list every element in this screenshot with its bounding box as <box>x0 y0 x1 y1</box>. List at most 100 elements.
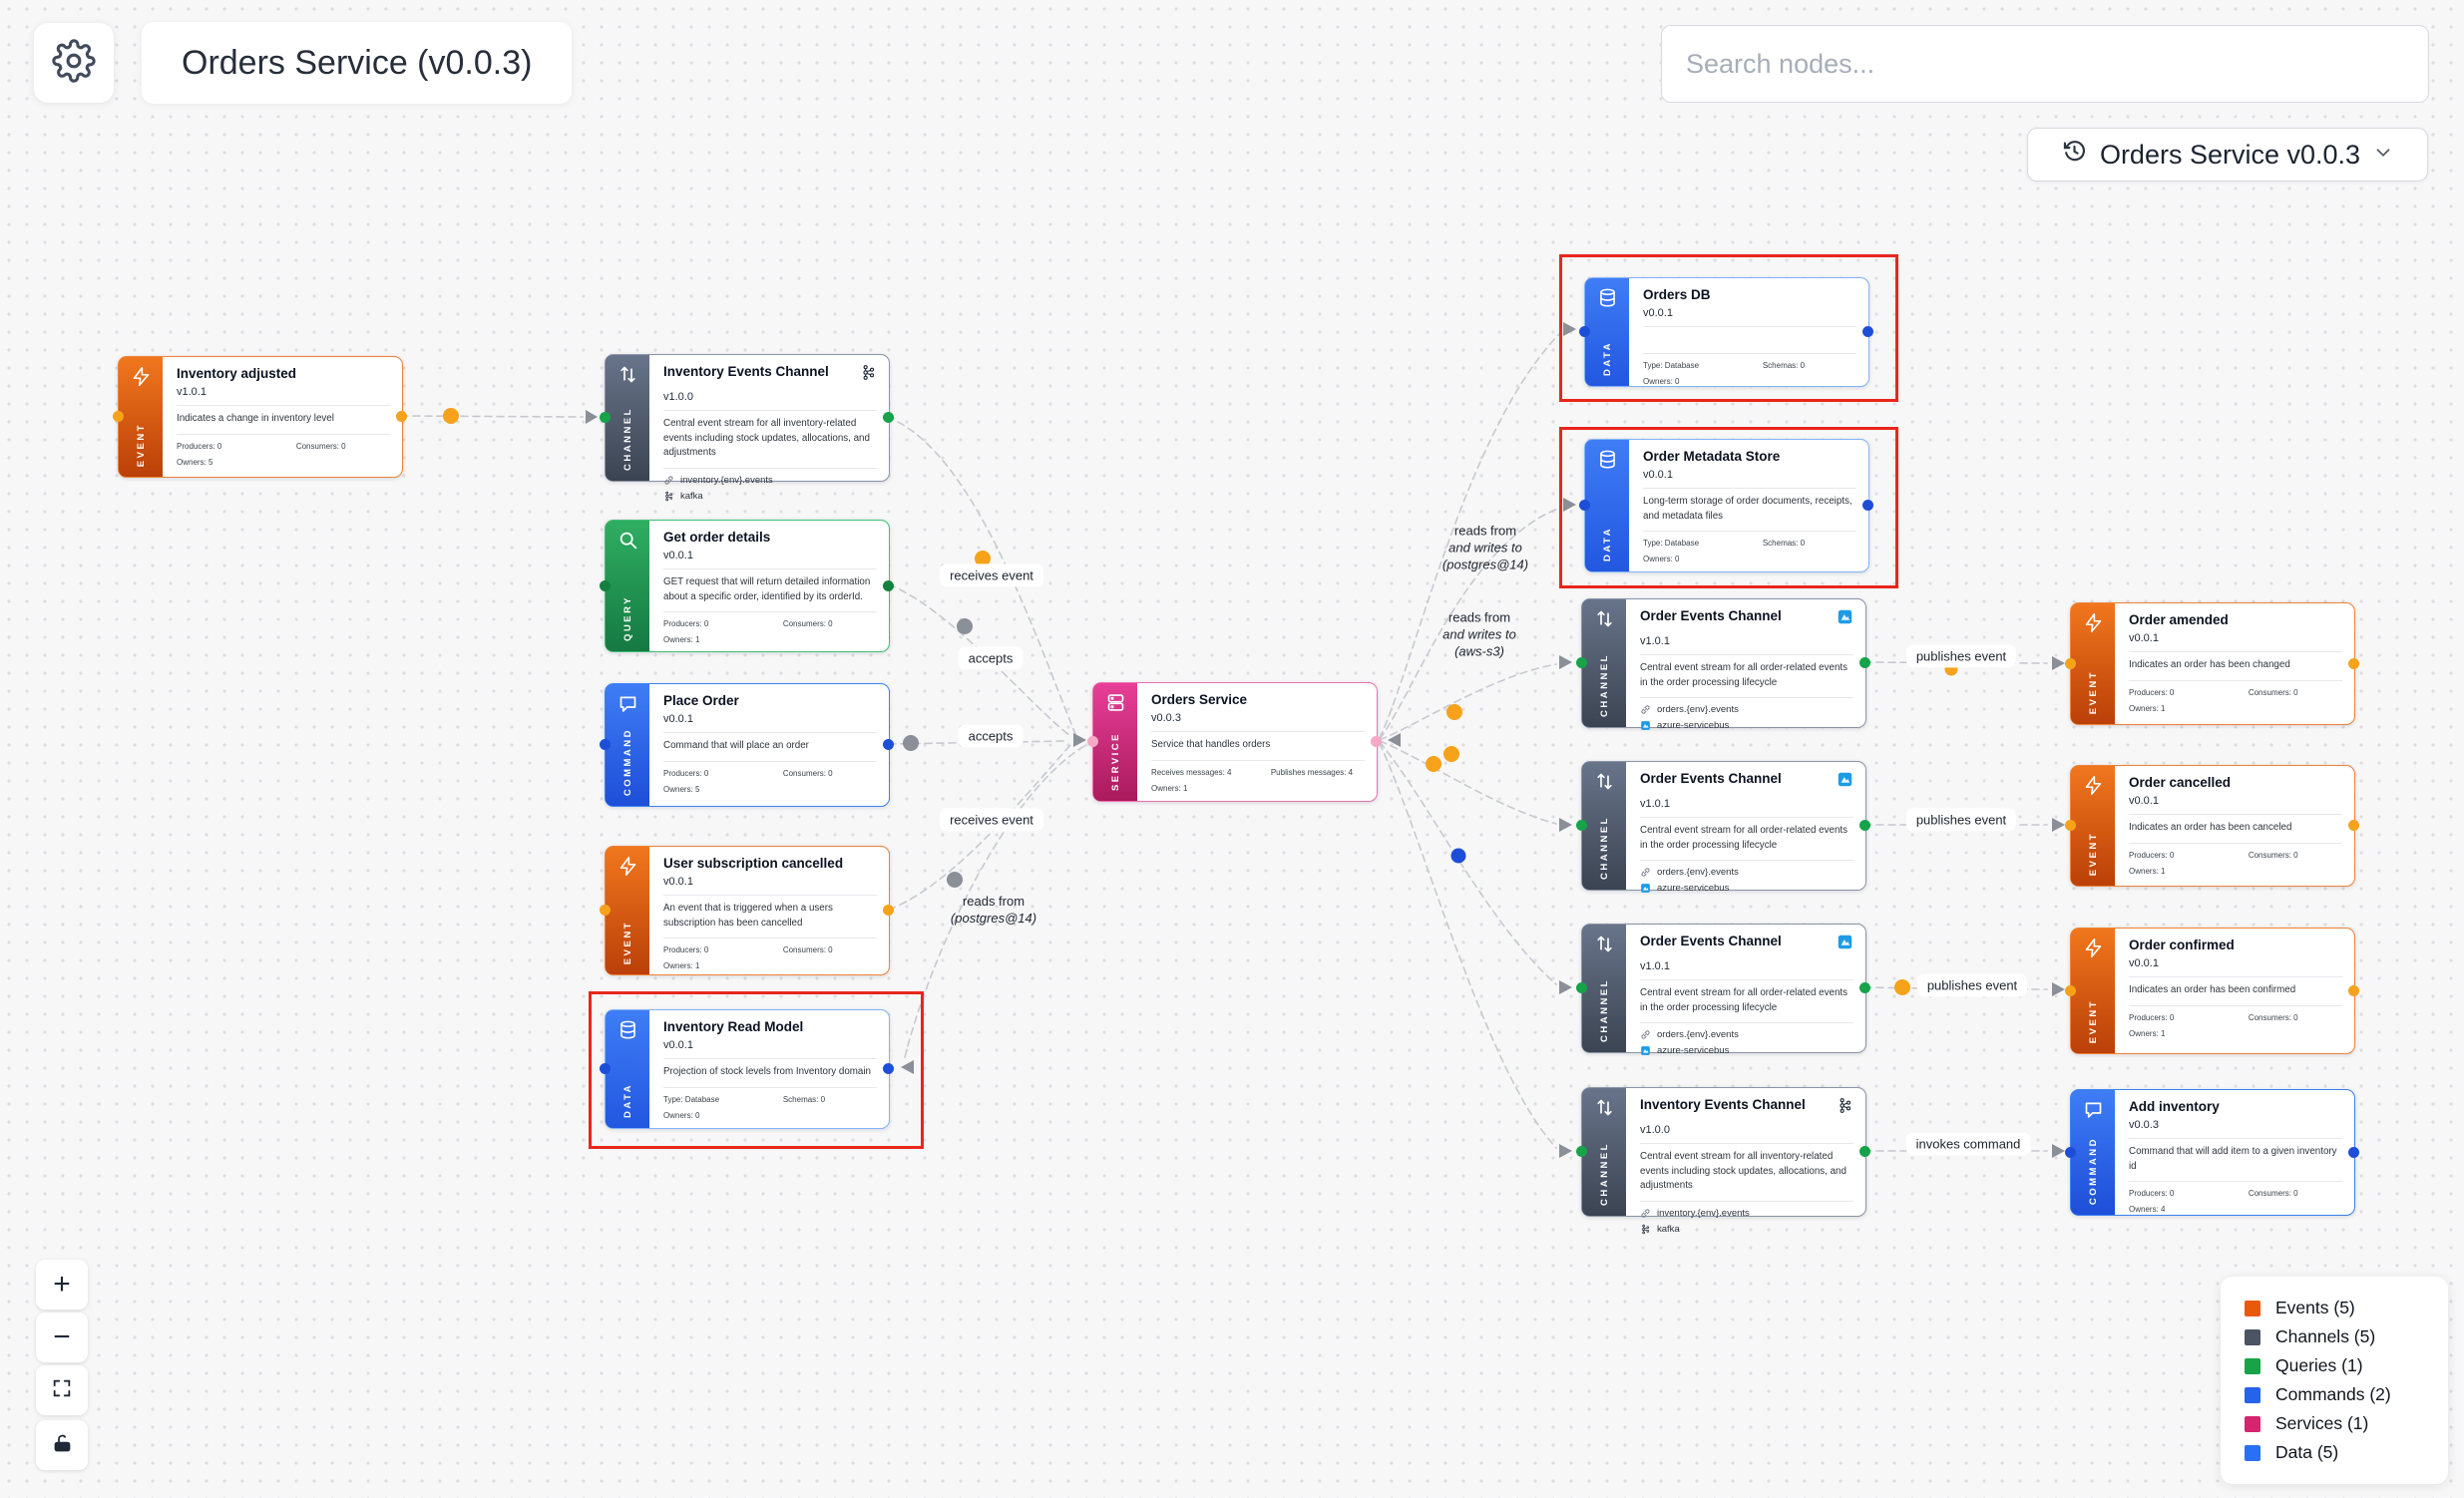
edge-dot <box>947 872 963 888</box>
handle-left[interactable] <box>600 579 611 591</box>
handle-right[interactable] <box>2348 820 2359 831</box>
node-type-sidebar: EVENT <box>119 357 163 477</box>
handle-left[interactable] <box>1576 657 1587 668</box>
handle-right[interactable] <box>1862 326 1873 337</box>
event-icon <box>2083 612 2104 633</box>
lock-button[interactable] <box>36 1420 88 1470</box>
zoom-in-button[interactable]: + <box>36 1260 88 1310</box>
node-body: Order confirmed v0.0.1 Indicates an orde… <box>2115 929 2354 1053</box>
handle-left[interactable] <box>2065 657 2076 669</box>
node-order-events-channel-2[interactable]: CHANNEL Order Events Channel v1.0.1 Cent… <box>1576 761 1870 894</box>
node-description: Central event stream for all order-relat… <box>1640 987 1848 1013</box>
legend-label: Data (5) <box>2275 1442 2339 1462</box>
handle-left[interactable] <box>113 411 124 422</box>
node-orders-db[interactable]: DATA Orders DB v0.0.1 Type: Database Sch… <box>1579 277 1873 387</box>
node-orders-service[interactable]: SERVICE Orders Service v0.0.3 Service th… <box>1087 682 1382 802</box>
divider <box>663 410 877 411</box>
handle-right[interactable] <box>883 1063 894 1074</box>
handle-right[interactable] <box>2348 984 2359 996</box>
handle-left[interactable] <box>1087 736 1098 747</box>
node-body: Inventory Events Channel v1.0.0 Central … <box>1626 1088 1865 1235</box>
divider <box>663 760 877 762</box>
handle-right[interactable] <box>883 739 894 750</box>
node-order-cancelled[interactable]: EVENT Order cancelled v0.0.1 Indicates a… <box>2065 765 2359 887</box>
gear-icon <box>52 38 96 88</box>
handle-right[interactable] <box>2348 657 2359 669</box>
node-user-subscription-cancelled[interactable]: EVENT User subscription cancelled v0.0.1… <box>600 846 894 975</box>
handle-left[interactable] <box>600 1063 611 1074</box>
divider <box>2129 1138 2342 1139</box>
node-order-events-channel-3[interactable]: CHANNEL Order Events Channel v1.0.1 Cent… <box>1576 924 1870 1056</box>
node-version: v0.0.1 <box>1643 307 1673 319</box>
handle-left[interactable] <box>600 905 611 916</box>
node-order-amended[interactable]: EVENT Order amended v0.0.1 Indicates an … <box>2065 602 2359 725</box>
node-type-sidebar: COMMAND <box>606 684 649 806</box>
node-order-metadata-store[interactable]: DATA Order Metadata Store v0.0.1 Long-te… <box>1579 439 1873 572</box>
fit-view-button[interactable] <box>36 1365 88 1415</box>
node-order-events-channel-1[interactable]: CHANNEL Order Events Channel v1.0.1 Cent… <box>1576 598 1870 731</box>
node-meta-right: Consumers: 0 <box>295 441 346 451</box>
node-place-order[interactable]: COMMAND Place Order v0.0.1 Command that … <box>600 683 894 807</box>
handle-left[interactable] <box>1579 326 1590 337</box>
azure-icon <box>1640 720 1651 731</box>
node-version: v1.0.1 <box>1640 798 1670 810</box>
channel-address: orders.{env}.events <box>1640 867 1853 878</box>
node-inventory-read-model[interactable]: DATA Inventory Read Model v0.0.1 Project… <box>600 1009 894 1129</box>
node-description: Command that will add item to a given in… <box>2129 1146 2337 1172</box>
node-version: v0.0.1 <box>663 1039 693 1051</box>
node-add-inventory[interactable]: COMMAND Add inventory v0.0.3 Command tha… <box>2065 1089 2359 1216</box>
zoom-out-button[interactable]: − <box>36 1312 88 1362</box>
node-description: Indicates an order has been changed <box>2129 659 2290 670</box>
kafka-icon <box>860 364 877 386</box>
node-inventory-events-channel-2[interactable]: CHANNEL Inventory Events Channel v1.0.0 … <box>1576 1087 1870 1235</box>
handle-left[interactable] <box>2065 820 2076 831</box>
divider <box>1643 531 1856 533</box>
handle-right[interactable] <box>396 411 407 422</box>
handle-right[interactable] <box>1859 820 1870 831</box>
handle-left[interactable] <box>600 739 611 750</box>
node-meta-left: Producers: 0 <box>2129 1189 2175 1199</box>
handle-right[interactable] <box>883 579 894 591</box>
node-order-confirmed[interactable]: EVENT Order confirmed v0.0.1 Indicates a… <box>2065 928 2359 1054</box>
node-inventory-events-channel-1[interactable]: CHANNEL Inventory Events Channel v1.0.0 … <box>600 354 894 502</box>
node-version: v1.0.0 <box>1640 1124 1670 1136</box>
handle-right[interactable] <box>883 905 894 916</box>
handle-left[interactable] <box>2065 1146 2076 1158</box>
version-selector-label: Orders Service v0.0.3 <box>2099 139 2361 170</box>
node-get-order-details[interactable]: QUERY Get order details v0.0.1 GET reque… <box>600 520 894 652</box>
highlight-box-inventory-read-model <box>589 991 924 1149</box>
channel-address-text: inventory.{env}.events <box>680 475 773 487</box>
divider <box>2129 976 2342 977</box>
handle-left[interactable] <box>1576 982 1587 993</box>
handle-right[interactable] <box>2348 1146 2359 1158</box>
handle-left[interactable] <box>1579 500 1590 511</box>
settings-button[interactable] <box>34 23 114 103</box>
handle-right[interactable] <box>1859 1146 1870 1157</box>
handle-right[interactable] <box>1859 982 1870 993</box>
search-input[interactable] <box>1661 25 2429 103</box>
link-icon <box>1640 867 1651 878</box>
node-description: Central event stream for all order-relat… <box>1640 825 1848 851</box>
channel-protocol: azure-servicebus <box>1640 883 1853 894</box>
handle-left[interactable] <box>600 412 611 423</box>
node-type-sidebar: CHANNEL <box>1582 1088 1626 1216</box>
node-meta-row: Receives messages: 4 Publishes messages:… <box>1151 768 1365 777</box>
divider <box>2129 842 2342 844</box>
handle-left[interactable] <box>2065 984 2076 996</box>
node-version: v1.0.1 <box>177 386 206 398</box>
node-description: Indicates an order has been confirmed <box>2129 984 2296 995</box>
handle-left[interactable] <box>1576 820 1587 831</box>
node-meta-left: Producers: 0 <box>2129 850 2175 860</box>
version-selector[interactable]: Orders Service v0.0.3 <box>2027 128 2428 182</box>
handle-right[interactable] <box>1371 736 1382 747</box>
edge-label: reads from(postgres@14) <box>950 893 1037 926</box>
node-meta-right: Schemas: 0 <box>782 1094 826 1104</box>
handle-right[interactable] <box>1859 657 1870 668</box>
node-meta-row: Producers: 0 Consumers: 0 <box>177 442 390 451</box>
handle-right[interactable] <box>883 412 894 423</box>
edge-label: publishes event <box>1905 808 2017 832</box>
handle-left[interactable] <box>1576 1146 1587 1157</box>
handle-right[interactable] <box>1862 500 1873 511</box>
node-inventory-adjusted[interactable]: EVENT Inventory adjusted v1.0.1 Indicate… <box>113 356 407 478</box>
